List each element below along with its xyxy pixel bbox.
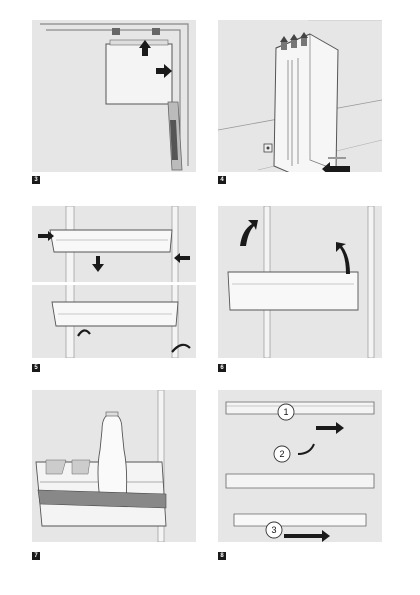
figure-5-door-shelf [32,206,196,358]
figure-7-bottle-holder [32,390,196,542]
airflow-in-arrow [322,162,350,172]
callout-1-text: 1 [283,407,288,417]
callout-3-text: 3 [271,525,276,535]
figure-label-6: 6 [218,364,226,372]
figure-3-door-removal [32,20,196,172]
callout-2-text: 2 [279,449,284,459]
callout-2 [273,445,291,463]
figure-8-glass-shelf: 1 2 3 [218,390,382,542]
arrow-up [139,40,151,56]
figure-label-5: 5 [32,364,40,372]
airflow-out-arrows [280,32,308,42]
arrow-right [156,64,172,78]
callout-1 [277,403,295,421]
callout-3 [265,521,283,539]
figure-4-ventilation [218,20,382,172]
figure-label-7: 7 [32,552,40,560]
figure-label-3: 3 [32,176,40,184]
figure-label-8: 8 [218,552,226,560]
figure-6-door-shelf-lift [218,206,382,358]
figure-label-4: 4 [218,176,226,184]
